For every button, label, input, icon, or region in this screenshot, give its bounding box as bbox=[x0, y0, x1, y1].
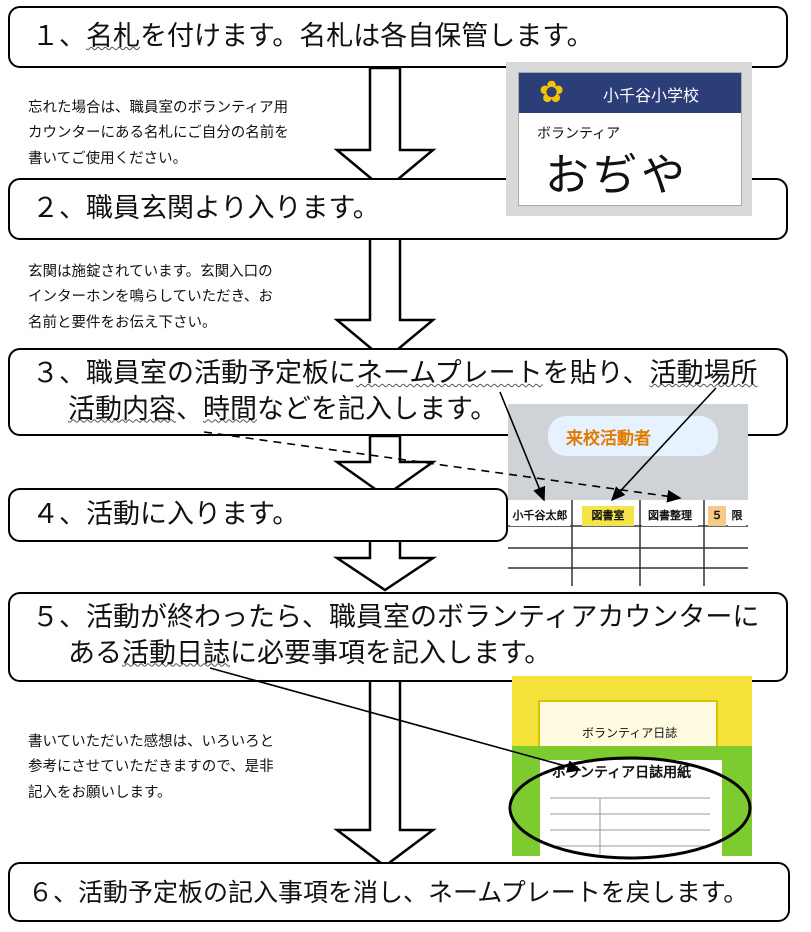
down-arrow-4 bbox=[332, 538, 438, 592]
pointer-diary bbox=[209, 667, 582, 773]
board-header bbox=[548, 416, 718, 456]
tag-role: ボランティア bbox=[537, 126, 621, 142]
down-arrow-3 bbox=[333, 434, 437, 498]
diary-form-title: ボランティア日誌用紙 bbox=[552, 765, 692, 781]
board-title: 来校活動者 bbox=[566, 429, 651, 449]
note-3: 書いていただいた感想は、いろいろと参考にさせていただきますので、是非記入をお願い… bbox=[28, 734, 275, 801]
flower-emblem-icon: ✿ bbox=[539, 75, 565, 110]
step-6-text: ６、活動予定板の記入事項を消し、ネームプレートを戻します。 bbox=[28, 877, 749, 907]
board-cell-period: ５ bbox=[708, 506, 726, 526]
step-1-text: １、名札を付けます。名札は各自保管します。 bbox=[32, 21, 594, 53]
down-arrow-5 bbox=[333, 678, 437, 868]
note-1: 忘れた場合は、職員室のボランティア用カウンターにある名札にご自分の名前を書いてご… bbox=[28, 100, 289, 167]
diary-form-paper bbox=[540, 760, 722, 856]
board-cell-place: 図書室 bbox=[582, 506, 634, 526]
name-tag: ✿ 小千谷小学校 ボランティア おぢや bbox=[518, 72, 742, 206]
tag-name: おぢや bbox=[545, 150, 689, 201]
step-2-text: ２、職員玄関より入ります。 bbox=[32, 193, 380, 225]
pointer-content bbox=[203, 431, 682, 503]
board-cell-content: 図書整理 bbox=[642, 506, 698, 526]
schedule-board-photo: 来校活動者 小千谷太郎 図書室 図書整理 ５ 限 bbox=[508, 404, 748, 586]
note-2: 玄関は施錠されています。玄関入口のインターホンを鳴らしていただき、お名前と要件を… bbox=[28, 264, 274, 331]
name-tag-photo: ✿ 小千谷小学校 ボランティア おぢや bbox=[506, 62, 752, 216]
step-3-text: ３、職員室の活動予定板にネームプレートを貼り、活動場所活動内容、時間などを記入し… bbox=[32, 358, 758, 425]
diary-highlight-ellipse bbox=[508, 756, 752, 860]
step-4-box: ４、活動に入ります。 bbox=[8, 488, 508, 542]
pointer-place bbox=[610, 387, 717, 502]
pointer-nameplate bbox=[499, 391, 546, 502]
step-5-text: ５、活動が終わったら、職員室のボランティアカウンターにある活動日誌に必要事項を記… bbox=[32, 602, 760, 669]
board-cell-name: 小千谷太郎 bbox=[510, 506, 570, 526]
down-arrow-2 bbox=[333, 236, 437, 362]
step-5-box: ５、活動が終わったら、職員室のボランティアカウンターにある活動日誌に必要事項を記… bbox=[8, 592, 788, 682]
diary-label: ボランティア日誌 bbox=[582, 726, 678, 740]
board-cell-period-unit: 限 bbox=[728, 506, 746, 526]
step-1-box: １、名札を付けます。名札は各自保管します。 bbox=[8, 6, 788, 68]
tag-school-name: 小千谷小学校 bbox=[603, 86, 700, 105]
down-arrow-1 bbox=[333, 66, 437, 192]
step-4-text: ４、活動に入ります。 bbox=[32, 499, 300, 531]
diary-basket-photo: ボランティア日誌 ボランティア日誌用紙 bbox=[512, 676, 752, 856]
name-tag-band bbox=[519, 73, 741, 113]
step-6-box: ６、活動予定板の記入事項を消し、ネームプレートを戻します。 bbox=[8, 862, 790, 922]
